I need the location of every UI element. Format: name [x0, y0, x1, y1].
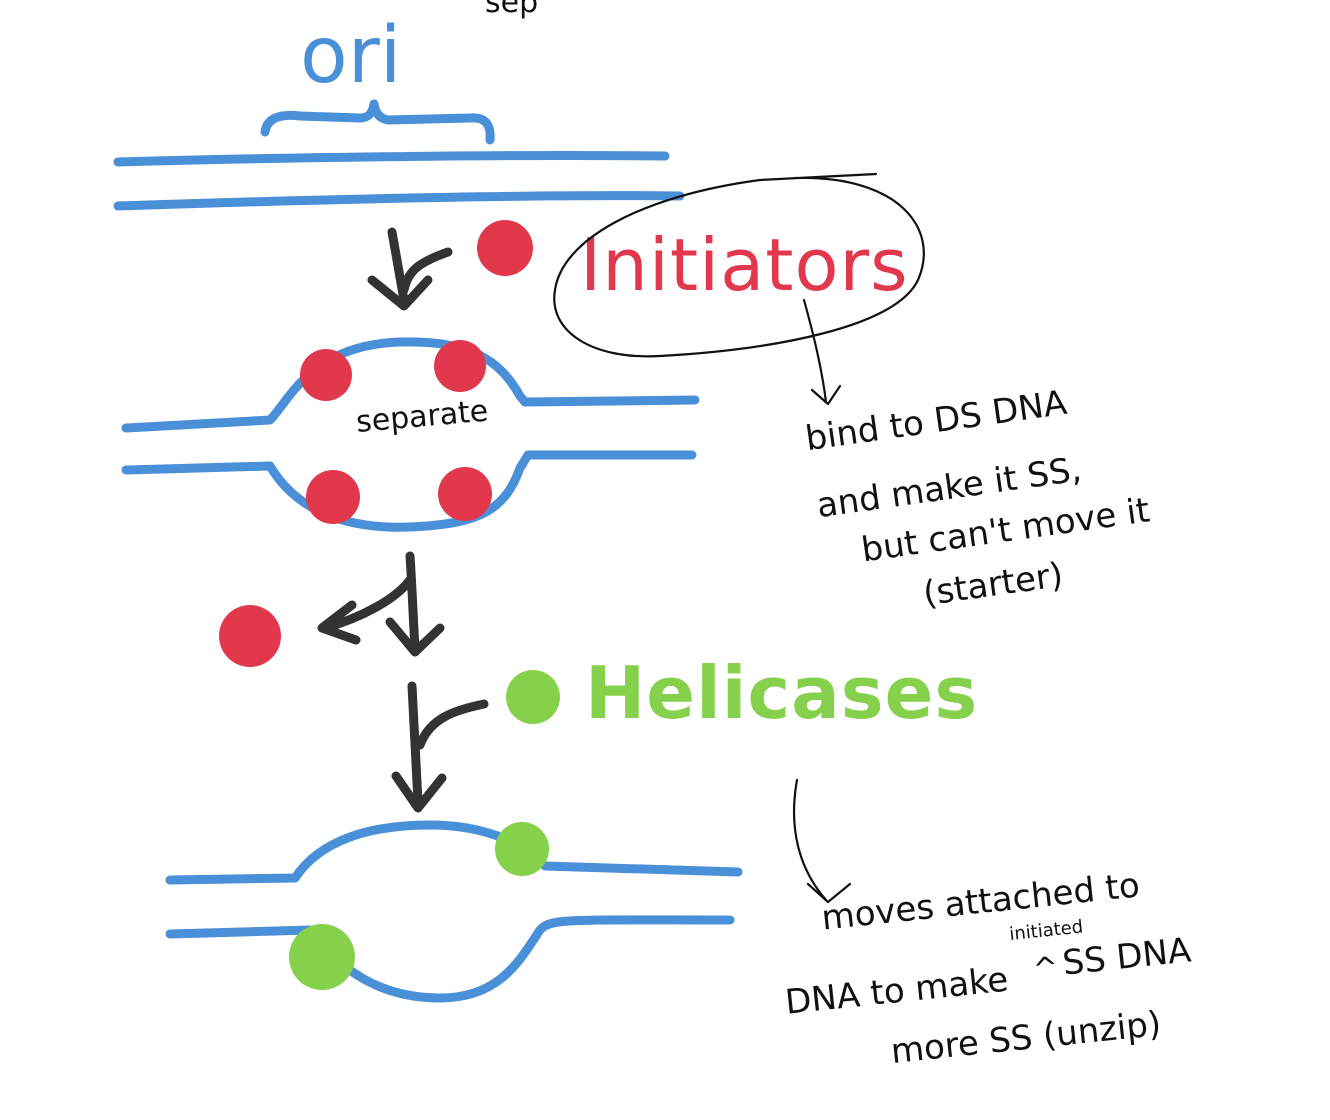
- helicase-dot: [506, 670, 560, 724]
- dna-bubble-bottom: [121, 450, 697, 532]
- helicases-note-line-2b: SS DNA: [1061, 930, 1193, 983]
- ori-brace: [260, 99, 495, 145]
- helicases-note-caret: ^: [1031, 950, 1060, 987]
- dna-bubble-top: [121, 337, 700, 433]
- initiators-note-line-4: (starter): [921, 555, 1066, 614]
- helicases-note-line-1: moves attached to: [820, 865, 1142, 938]
- arrow-down-1-head: [367, 275, 433, 311]
- helicase-bound-2: [289, 924, 355, 990]
- arrow-join-1: [399, 247, 453, 295]
- dna-fork-bottom: [165, 915, 735, 1003]
- arrow-down-3: [407, 681, 423, 807]
- initiator-released: [219, 605, 281, 667]
- separate-label: separate: [355, 394, 490, 440]
- arrow-down-3-head: [391, 771, 447, 813]
- initiator-dot: [477, 220, 533, 276]
- helicase-bound-1: [495, 822, 549, 876]
- arrow-down-2: [405, 551, 420, 653]
- initiators-label: Initiators: [580, 223, 909, 307]
- helicases-note-line-2a: DNA to make: [783, 960, 1010, 1023]
- cropped-top-text: sep: [485, 0, 538, 20]
- initiators-note: bind to DS DNA and make it SS, but can't…: [803, 383, 1152, 614]
- initiator-bound-2: [434, 340, 486, 392]
- arrow-down-2-head: [385, 617, 445, 657]
- note-arrow-initiators: [802, 298, 842, 406]
- helicases-note-line-3: more SS (unzip): [889, 1004, 1163, 1072]
- arrow-out-left-head: [317, 600, 361, 645]
- initiators-ellipse: [553, 172, 925, 358]
- dna-strand-top-2: [113, 191, 685, 211]
- note-arrow-helicases: [792, 778, 852, 904]
- initiator-bound-4: [438, 467, 492, 521]
- arrow-join-3: [415, 699, 489, 750]
- dna-fork-top: [165, 820, 743, 885]
- arrow-out-left: [320, 575, 415, 633]
- initiator-bound-1: [300, 349, 352, 401]
- helicases-note-insert: initiated: [1008, 916, 1084, 945]
- ori-label: ori: [300, 11, 401, 101]
- initiator-bound-3: [306, 470, 360, 524]
- dna-strand-top-1: [113, 150, 670, 167]
- initiators-note-line-1: bind to DS DNA: [803, 383, 1069, 459]
- helicases-label: Helicases: [585, 651, 978, 735]
